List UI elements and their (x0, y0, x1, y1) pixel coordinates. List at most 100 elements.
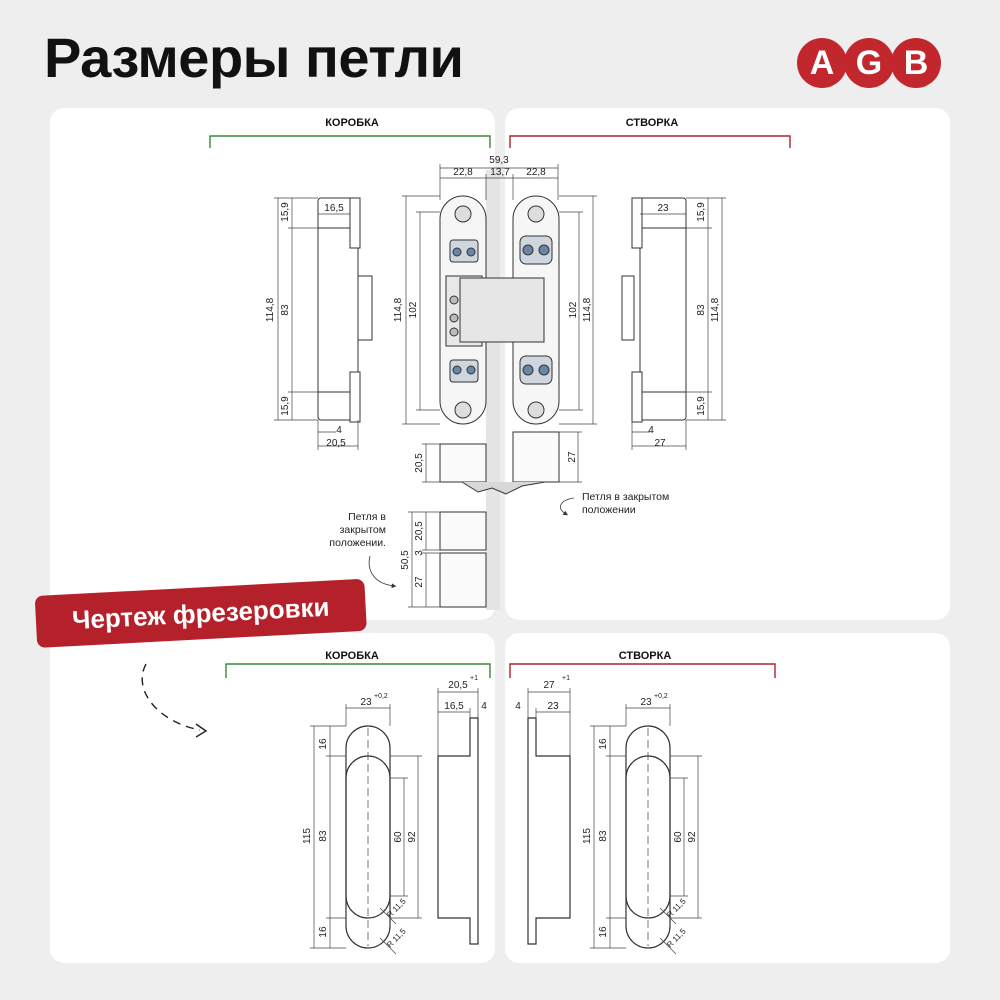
dim-mill-4-right: 4 (515, 701, 521, 712)
dim-mill-27: 27 (543, 680, 555, 691)
dim-mill-23-right: 23 (640, 697, 652, 708)
stvorka-milling-profile (527, 717, 571, 945)
dim-mill-60-left: 60 (393, 831, 404, 843)
stvorka-bracket-bottom (509, 663, 776, 678)
badge-arrow-head (195, 723, 208, 738)
dim-mill-r-right-1: R 11,5 (665, 896, 688, 919)
dim-closed-27-b: 27 (414, 576, 425, 588)
dim-mill-23-left: 23 (360, 697, 372, 708)
logo-letter-a: A (797, 38, 847, 88)
section-korobka-bottom: КОРОБКА (325, 650, 379, 662)
note-right-line2: положении (582, 504, 636, 516)
section-korobka-top: КОРОБКА (325, 117, 379, 129)
dim-mill-r-left-1: R 11,5 (385, 896, 408, 919)
dim-w-left: 22,8 (453, 167, 473, 178)
dim-mill-16-top-left: 16 (318, 738, 329, 750)
dim-korobka-20-5: 20,5 (326, 438, 346, 449)
dim-mill-16-bot-right: 16 (598, 926, 609, 938)
korobka-bracket-bottom (225, 663, 491, 678)
dim-mill-16-bot-left: 16 (318, 926, 329, 938)
dim-stvorka-83: 83 (696, 304, 707, 316)
korobka-milling-dims (310, 704, 422, 955)
stvorka-front-plate (459, 195, 560, 425)
badge-arrow (141, 663, 201, 731)
stvorka-bracket-top (509, 135, 791, 148)
dim-korobka-114-8: 114,8 (265, 297, 276, 322)
dim-closed-20-5-b: 20,5 (414, 521, 425, 541)
note-arrow-left (368, 555, 397, 589)
dim-mill-4-left: 4 (481, 701, 487, 712)
korobka-side-dims (274, 197, 359, 450)
page-title: Размеры петли (44, 26, 464, 89)
stvorka-side-view (621, 197, 687, 423)
dim-w-right: 22,8 (526, 167, 546, 178)
dim-mill-20-5: 20,5 (448, 680, 468, 691)
section-stvorka-bottom: СТВОРКА (619, 650, 672, 662)
note-left-line3: положении. (329, 537, 386, 549)
dim-mill-tol-left: +0,2 (374, 693, 388, 700)
dim-mill-83-left: 83 (318, 830, 329, 842)
korobka-bracket-top (209, 135, 491, 148)
dim-korobka-15-9-bottom: 15,9 (280, 396, 291, 416)
stvorka-profile-dims (527, 688, 571, 756)
closed-hinge-top-view (439, 431, 560, 495)
dim-closed-3: 3 (414, 550, 425, 556)
dim-mill-83-right: 83 (598, 830, 609, 842)
bottom-left-panel (50, 633, 495, 963)
korobka-side-view (317, 197, 373, 423)
dim-stvorka-27: 27 (654, 438, 666, 449)
stvorka-milling-dims (590, 704, 702, 955)
center-gap (486, 170, 500, 610)
dim-mill-16-top-right: 16 (598, 738, 609, 750)
dim-mill-23-profile: 23 (547, 701, 559, 712)
dim-front-114-8-right: 114,8 (582, 297, 593, 322)
dim-front-114-8-left: 114,8 (393, 297, 404, 322)
closed-dims-a (422, 431, 582, 483)
dim-stvorka-114-8: 114,8 (710, 297, 721, 322)
korobka-milling-profile (437, 717, 479, 945)
dim-stvorka-15-9-bottom: 15,9 (696, 396, 707, 416)
closed-hinge-side-view (439, 511, 487, 608)
dim-front-102-left: 102 (408, 301, 419, 318)
dim-stvorka-15-9-top: 15,9 (696, 202, 707, 222)
dim-mill-115-right: 115 (582, 828, 593, 844)
korobka-profile-dims (437, 688, 479, 756)
logo-letter-b: B (891, 38, 941, 88)
bottom-right-panel (505, 633, 950, 963)
dim-closed-50-5: 50,5 (400, 550, 411, 570)
note-arrow-right (560, 497, 575, 516)
dim-closed-27: 27 (567, 451, 578, 463)
dim-mill-tol-1-left: +1 (470, 675, 478, 682)
dim-w-mid: 13,7 (490, 167, 510, 178)
dim-korobka-16-5: 16,5 (324, 203, 344, 214)
dim-mill-115-left: 115 (302, 828, 313, 844)
dim-stvorka-23: 23 (657, 203, 669, 214)
agb-logo: A G B (797, 38, 941, 88)
dim-korobka-15-9-top: 15,9 (280, 202, 291, 222)
dim-mill-r-left-2: R 11,5 (385, 926, 408, 949)
front-height-dims (402, 195, 597, 425)
dim-mill-16-5: 16,5 (444, 701, 464, 712)
dim-korobka-83: 83 (280, 304, 291, 316)
top-left-panel (50, 108, 495, 620)
closed-dims-b (408, 511, 440, 608)
dim-mill-tol-1-right: +1 (562, 675, 570, 682)
dim-mill-92-left: 92 (407, 831, 418, 843)
dim-closed-20-5: 20,5 (414, 453, 425, 473)
dim-mill-tol-right: +0,2 (654, 693, 668, 700)
dim-total-width: 59,3 (489, 155, 509, 166)
dim-mill-92-right: 92 (687, 831, 698, 843)
dim-mill-60-right: 60 (673, 831, 684, 843)
dim-mill-r-right-2: R 11,5 (665, 926, 688, 949)
dim-korobka-4: 4 (336, 425, 342, 436)
dim-stvorka-4: 4 (648, 425, 654, 436)
top-width-dims (439, 164, 559, 200)
note-right-line1: Петля в закрытом (582, 491, 669, 503)
note-left-line2: закрытом (340, 524, 386, 536)
stvorka-side-dims (631, 197, 726, 450)
note-left-line1: Петля в (348, 511, 386, 523)
dim-front-102-right: 102 (568, 301, 579, 318)
logo-letter-g: G (844, 38, 894, 88)
section-stvorka-top: СТВОРКА (626, 117, 679, 129)
